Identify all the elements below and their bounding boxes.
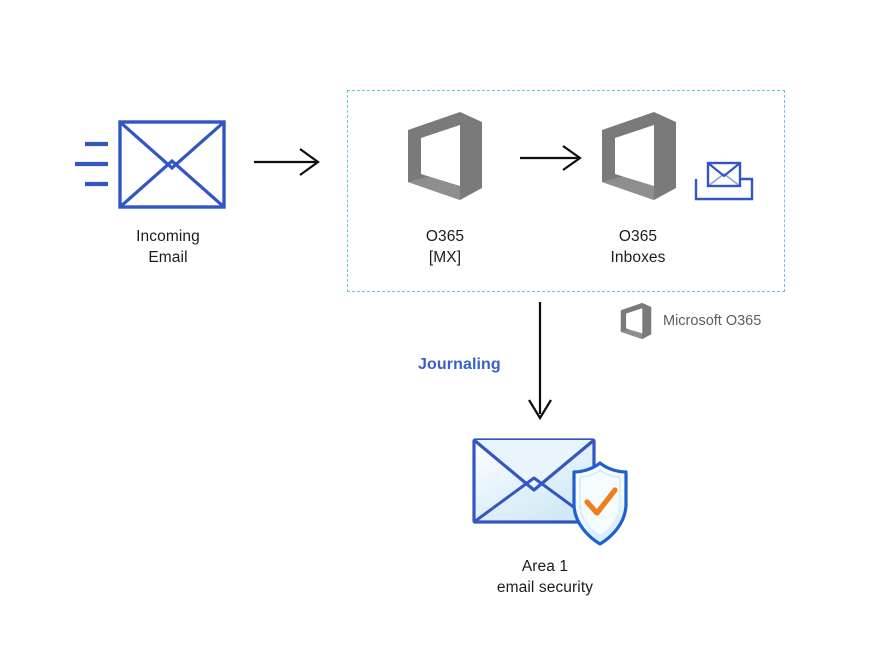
legend-label: Microsoft O365 (663, 313, 762, 329)
legend-microsoft-o365: Microsoft O365 (619, 302, 761, 340)
o365-mx-node (404, 110, 486, 202)
office-365-logo-icon (620, 302, 652, 340)
arrow-down-icon (528, 302, 552, 421)
area1-email-security-node (470, 432, 630, 550)
incoming-email-node (72, 118, 232, 212)
envelope-shield-check-icon (472, 438, 628, 546)
arrow-right-icon (520, 145, 582, 171)
envelope-with-motion-lines-icon (75, 120, 226, 209)
microsoft-o365-boundary (347, 90, 785, 292)
arrow-ingest (252, 142, 324, 182)
incoming-email-label: Incoming Email (136, 228, 200, 266)
o365-mx-label: O365 [MX] (425, 228, 465, 266)
arrow-journaling (522, 300, 558, 422)
arrow-mx-to-inbox (518, 140, 586, 176)
arrow-right-icon (254, 148, 320, 176)
office-365-logo-icon (408, 112, 482, 200)
o365-inboxes-label: O365 Inboxes (610, 228, 666, 266)
inbox-tray-envelope-icon (694, 161, 754, 201)
area1-email-security-label: Area 1 email security (496, 558, 594, 596)
journaling-label: Journaling (418, 356, 501, 373)
office-365-logo-icon (602, 112, 676, 200)
inbox-tray-envelope-icon (693, 159, 755, 203)
o365-inboxes-node (598, 110, 680, 202)
